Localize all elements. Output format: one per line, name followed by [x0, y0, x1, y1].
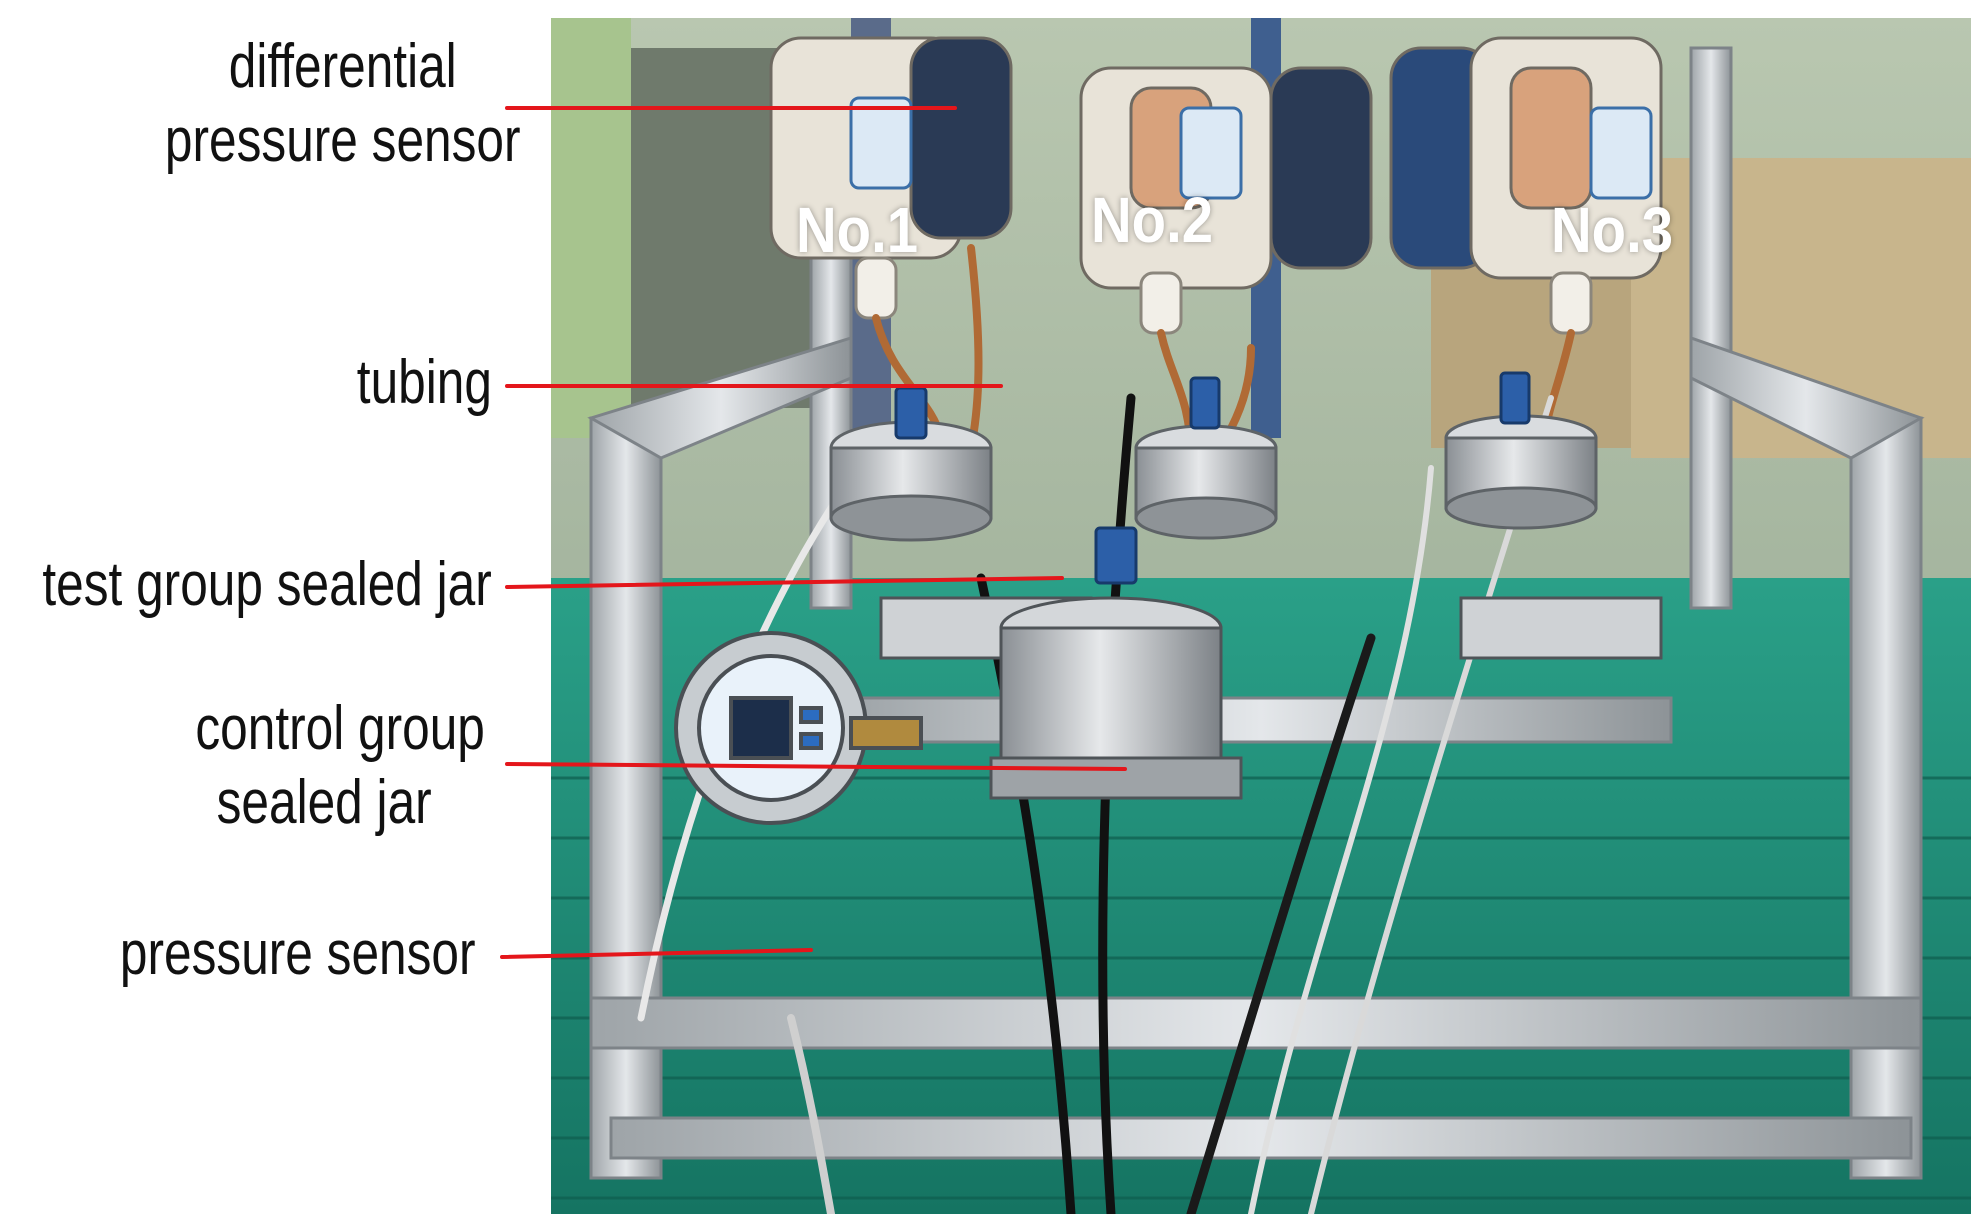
- number-label-1: No.1: [796, 194, 919, 266]
- label-control-line2: sealed jar: [216, 768, 432, 838]
- label-control-line1: control group: [195, 694, 485, 763]
- apparatus-illustration: [551, 18, 1971, 1214]
- number-label-3: No.3: [1551, 194, 1674, 266]
- label-test-group-sealed-jar: test group sealed jar: [42, 550, 492, 619]
- number-label-2: No.2: [1091, 184, 1214, 256]
- label-tubing: tubing: [356, 348, 492, 417]
- label-differential-line2: pressure sensor: [165, 106, 521, 176]
- label-pressure-sensor: pressure sensor: [120, 919, 476, 988]
- apparatus-photo: No.1 No.2 No.3: [551, 18, 1971, 1214]
- label-differential-line1: differential: [229, 32, 458, 101]
- label-control-group-sealed-jar: control group sealed jar: [195, 692, 485, 841]
- label-differential-pressure-sensor: differential pressure sensor: [165, 30, 521, 179]
